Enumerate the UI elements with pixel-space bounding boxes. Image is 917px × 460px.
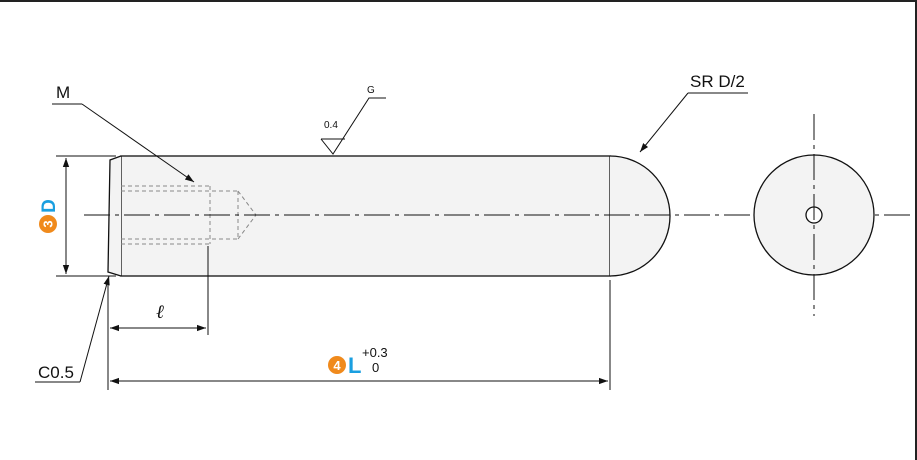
length-symbol: L: [348, 353, 361, 378]
length-dimension: [110, 280, 611, 390]
diameter-symbol: D: [39, 199, 60, 213]
end-view: [753, 114, 875, 316]
pin-body: [107, 155, 671, 277]
chamfer-leader: [79, 275, 110, 383]
chamfer-label: C0.5: [38, 363, 74, 382]
diameter-dimension: [56, 155, 116, 277]
thread-label: M: [56, 83, 70, 102]
thread-depth-dimension: [107, 246, 209, 390]
sphere-radius-label: SR D/2: [690, 72, 745, 91]
roughness-grade: G: [367, 85, 375, 96]
spherical-end: [609, 155, 671, 277]
length-badge: [328, 356, 346, 374]
roughness-symbol: [320, 97, 386, 155]
thread-leader: [81, 103, 195, 183]
length-tol-lower: 0: [372, 360, 379, 375]
length-number: 4: [333, 358, 341, 373]
roughness-value: 0.4: [324, 120, 338, 131]
length-tol-upper: +0.3: [362, 345, 388, 360]
diameter-badge: [39, 215, 57, 233]
diameter-number: 3: [41, 220, 56, 227]
sphere-leader: [639, 92, 689, 153]
thread-depth-label: ℓ: [156, 301, 164, 323]
